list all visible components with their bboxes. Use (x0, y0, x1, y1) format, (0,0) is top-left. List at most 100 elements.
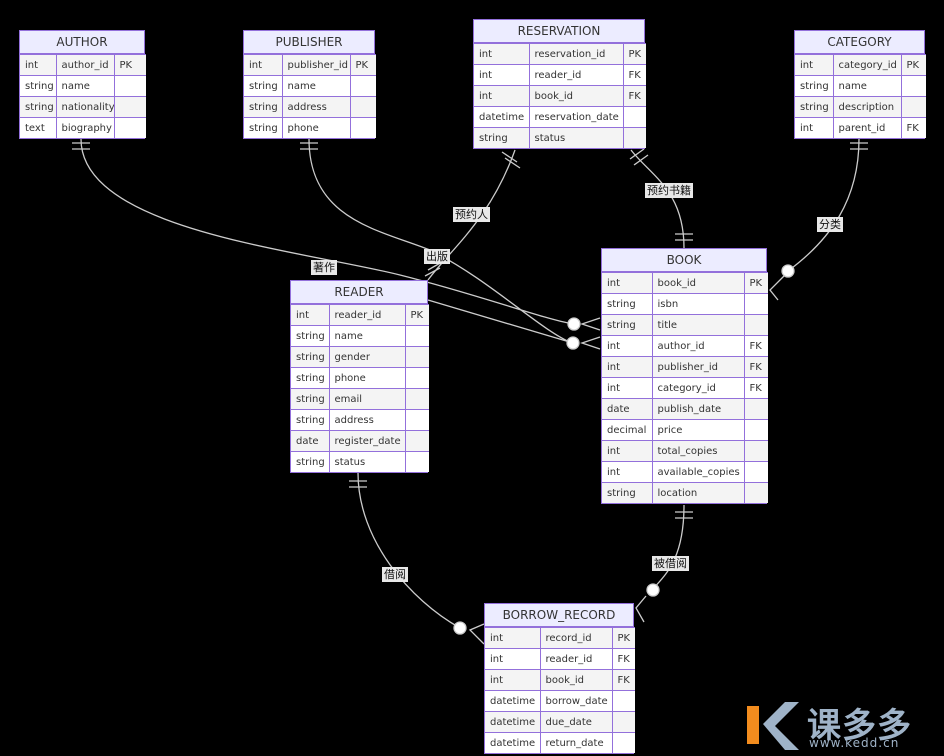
attr-name: biography (55, 117, 115, 138)
attr-name: publisher_id (281, 54, 351, 76)
attr-name: price (651, 419, 745, 441)
attr-name: category_id (651, 377, 745, 399)
attr-key: PK (743, 272, 768, 294)
attr-type: int (602, 272, 653, 294)
attr-name: title (651, 314, 745, 336)
attr-key (404, 388, 429, 410)
attr-name: total_copies (651, 440, 745, 462)
entity-title: CATEGORY (795, 31, 924, 54)
watermark-url: www.kedd.cn (809, 736, 900, 750)
attr-type: int (20, 54, 57, 76)
attr-type: string (291, 367, 330, 389)
attr-key (404, 325, 429, 347)
attr-type: string (602, 293, 653, 315)
attr-name: name (281, 75, 351, 97)
rel-label-reader-borrow: 借阅 (382, 567, 408, 582)
attr-key: PK (900, 54, 926, 76)
attr-type: int (485, 669, 541, 691)
attr-key (900, 96, 926, 118)
attr-key (743, 419, 768, 441)
attr-key (404, 451, 429, 472)
attr-type: datetime (485, 711, 541, 733)
attr-key (611, 711, 635, 733)
attr-key: PK (622, 43, 646, 65)
attr-key (900, 75, 926, 97)
attr-type: int (485, 648, 541, 670)
attr-name: due_date (539, 711, 613, 733)
attr-type: int (602, 440, 653, 462)
attr-key (404, 367, 429, 389)
rel-label-category-book: 分类 (817, 217, 843, 232)
attr-type: int (795, 54, 834, 76)
rel-line-reader-book (427, 299, 574, 344)
attr-name: reservation_id (528, 43, 624, 65)
attr-key (349, 117, 376, 138)
attr-key: FK (743, 356, 768, 378)
attr-name: status (328, 451, 406, 472)
attr-key (404, 409, 429, 431)
attr-key (611, 732, 635, 753)
attr-type: string (291, 409, 330, 431)
attr-type: datetime (474, 106, 530, 128)
rel-label-reader-reservation: 预约人 (453, 207, 490, 222)
entity-title: BOOK (602, 249, 766, 272)
attr-key: FK (611, 669, 635, 691)
attr-type: string (291, 346, 330, 368)
attr-type: string (20, 75, 57, 97)
attr-name: gender (328, 346, 406, 368)
attr-type: string (291, 388, 330, 410)
attr-type: decimal (602, 419, 653, 441)
attr-type: int (474, 64, 530, 86)
attr-name: reader_id (539, 648, 613, 670)
attr-name: available_copies (651, 461, 745, 483)
attr-type: int (474, 43, 530, 65)
attr-key (404, 346, 429, 368)
attr-type: string (602, 482, 653, 503)
attr-name: book_id (539, 669, 613, 691)
attr-key: PK (611, 627, 635, 649)
attr-type: datetime (485, 732, 541, 753)
attr-type: text (20, 117, 57, 138)
watermark-brand: 课多多 (807, 706, 912, 746)
entity-title: BORROW_RECORD (485, 604, 633, 627)
attr-name: name (55, 75, 115, 97)
rel-label-author-book: 著作 (311, 260, 337, 275)
attr-type: string (602, 314, 653, 336)
attr-name: register_date (328, 430, 406, 452)
attr-type: int (602, 356, 653, 378)
attr-type: int (602, 461, 653, 483)
attr-type: string (244, 117, 283, 138)
attr-name: description (832, 96, 902, 118)
attr-name: isbn (651, 293, 745, 315)
attr-type: string (795, 75, 834, 97)
rel-label-book-borrow: 被借阅 (652, 556, 689, 571)
attr-key: PK (349, 54, 376, 76)
attr-key: FK (900, 117, 926, 138)
attr-key (113, 117, 146, 138)
